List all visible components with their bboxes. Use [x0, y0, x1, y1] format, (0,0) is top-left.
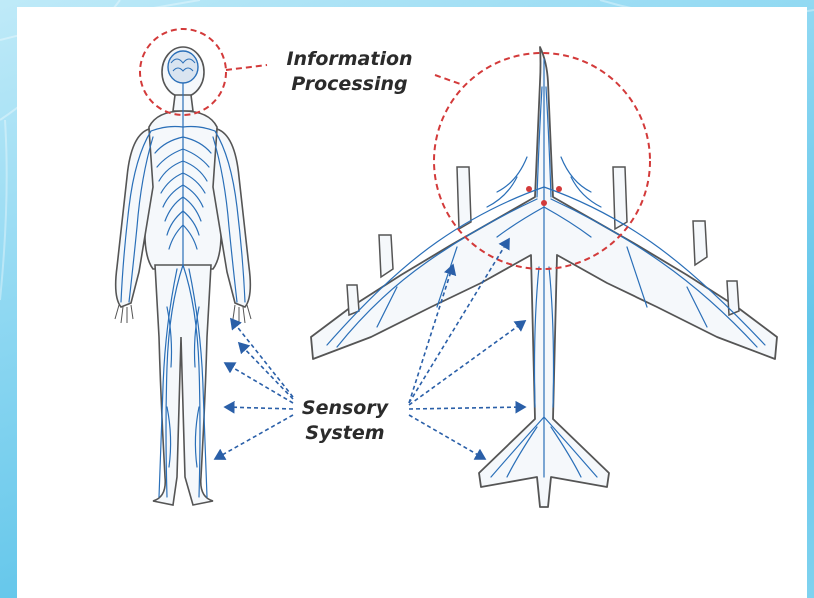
- diagram-panel: Information Processing Sensory System: [17, 7, 807, 598]
- sensory-arrow: [409, 415, 485, 459]
- sensory-arrow: [215, 415, 293, 459]
- sensory-arrow: [239, 343, 293, 399]
- sensory-arrow: [225, 407, 293, 409]
- sensory-arrow: [409, 407, 525, 409]
- sensory-arrow: [409, 321, 525, 405]
- information-label-line2: Processing: [257, 72, 442, 97]
- information-processing-label: Information Processing: [257, 47, 442, 97]
- information-label-line1: Information: [257, 47, 442, 72]
- sensory-system-label: Sensory System: [285, 396, 405, 446]
- human-figure: [115, 47, 251, 505]
- sensory-label-line1: Sensory: [285, 396, 405, 421]
- sensory-label-line2: System: [285, 421, 405, 446]
